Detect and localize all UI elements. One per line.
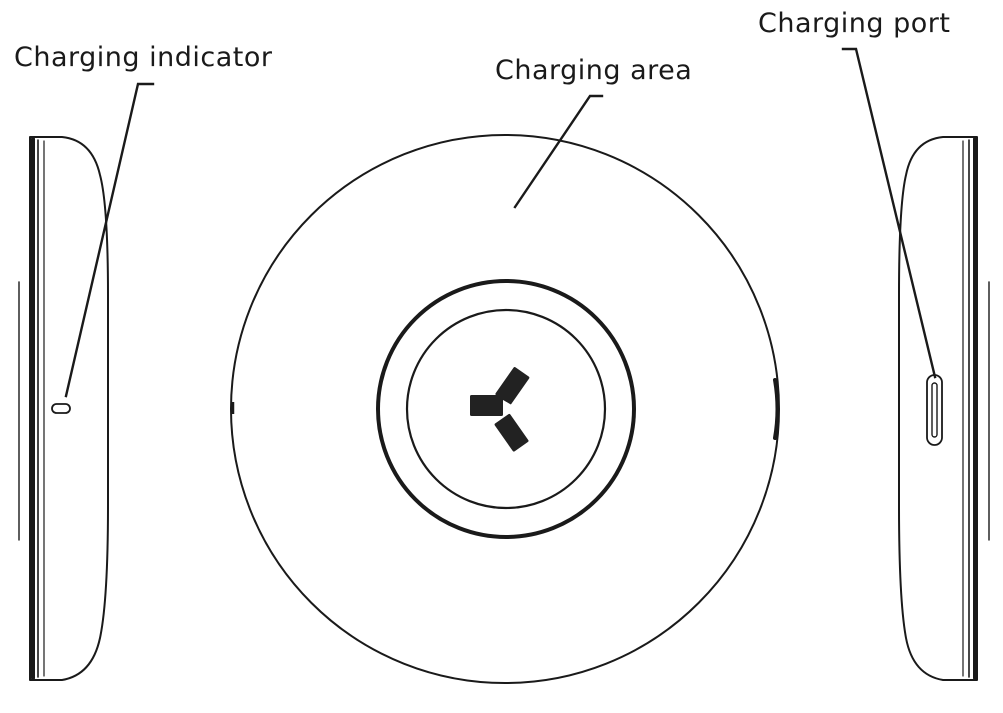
- charging-indicator-leader: [64, 82, 155, 398]
- right-side-body-outline: [898, 136, 978, 681]
- logo-arm-lower: [494, 413, 529, 452]
- charging-port-outer: [926, 374, 943, 446]
- charging-port-leader: [841, 47, 937, 379]
- propeller-logo-icon: [470, 367, 530, 452]
- charging-area-label: Charging area: [495, 55, 692, 86]
- charging-port-inner: [931, 382, 938, 438]
- charging-port-label: Charging port: [758, 8, 950, 39]
- charging-indicator-label: Charging indicator: [14, 42, 273, 73]
- left-side-view: [18, 136, 109, 681]
- charging-coil-ring: [376, 279, 636, 539]
- logo-arm-upper: [495, 367, 530, 405]
- charging-area-leader: [513, 94, 604, 209]
- charging-indicator-led: [51, 403, 71, 414]
- charging-pad-side-notch-right: [773, 378, 780, 440]
- logo-center-triangle: [503, 400, 517, 417]
- logo-arm-left: [470, 395, 503, 416]
- left-side-body-outline: [29, 136, 109, 681]
- callout-leaders: [64, 47, 937, 398]
- charging-coil-center: [405, 308, 607, 510]
- right-side-view: [898, 136, 990, 681]
- top-view: [230, 134, 780, 684]
